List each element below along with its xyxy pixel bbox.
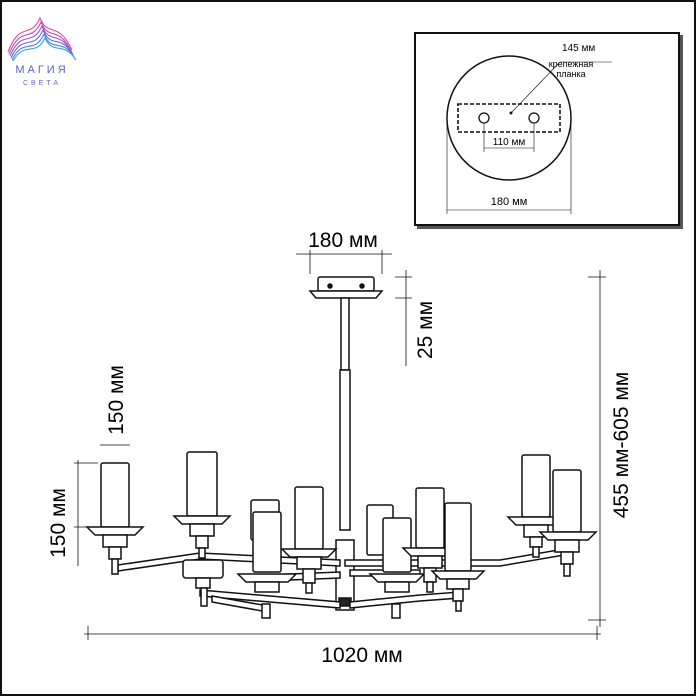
lamp-4 <box>280 486 338 594</box>
logo-name: МАГИЯ <box>15 64 69 76</box>
plate-label-line1: крепежная <box>549 59 594 69</box>
dim-total-width <box>84 626 601 640</box>
dim-total-height <box>588 270 606 627</box>
lamp-3 <box>236 499 298 619</box>
lamp-7 <box>430 502 486 612</box>
canopy <box>308 276 384 299</box>
shade-height-left-label: 150 мм <box>47 488 70 558</box>
canopy-detail-drawing: 145 мм крепежная планка 110 мм 180 мм <box>446 43 612 214</box>
mounting-hole-left <box>478 112 490 124</box>
mounting-hole-right <box>528 112 540 124</box>
logo-tagline: СВЕТА <box>22 80 62 87</box>
dim-shade-height-left <box>74 460 98 566</box>
hole-spacing-label: 110 мм <box>493 137 526 148</box>
canopy-top-view <box>446 55 572 181</box>
plate-label-line2: планка <box>556 69 585 79</box>
lamp-8 <box>506 454 566 558</box>
lamp-2 <box>172 451 232 559</box>
lamp-1 <box>85 462 145 575</box>
plate-length-label: 145 мм <box>562 43 595 54</box>
total-width-label: 1020 мм <box>321 644 402 667</box>
lamp-9 <box>538 469 598 577</box>
dim-canopy-height <box>395 270 412 366</box>
lamp-10 <box>182 559 224 607</box>
dim-canopy-width <box>296 250 392 274</box>
canopy-height-label: 25 мм <box>414 301 437 359</box>
total-height-label: 455 мм-605 мм <box>610 372 633 519</box>
canopy-width-label: 180 мм <box>308 229 378 252</box>
shade-height-top-label: 150 мм <box>105 365 128 435</box>
canopy-diameter-label: 180 мм <box>491 196 528 208</box>
lamp-6 <box>401 487 459 593</box>
lamp-5 <box>366 504 426 619</box>
logo-graphic <box>7 16 77 62</box>
mounting-plate-outline <box>457 103 561 133</box>
